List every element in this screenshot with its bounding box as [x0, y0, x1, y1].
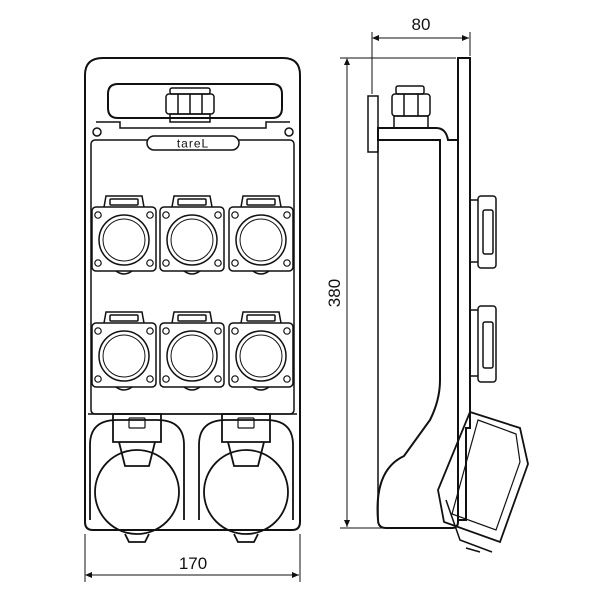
small-socket — [91, 195, 157, 275]
dimension-lines — [84, 32, 471, 582]
back-plate — [457, 57, 471, 521]
small-socket — [228, 195, 294, 275]
side-socket-lower — [470, 305, 497, 383]
side-body-outline — [376, 127, 459, 529]
cable-gland — [165, 87, 215, 123]
small-socket — [159, 195, 225, 275]
width-dimension-label: 170 — [179, 554, 207, 573]
large-socket — [89, 413, 185, 543]
front-view — [84, 57, 301, 531]
brand-plate — [146, 135, 240, 151]
large-socket-row — [89, 413, 294, 543]
small-socket-grid — [91, 195, 294, 391]
front-body-outline — [84, 57, 301, 531]
depth-dimension-label: 80 — [412, 15, 431, 34]
height-dimension-label: 380 — [325, 279, 344, 307]
small-socket — [228, 311, 294, 391]
front-panel — [90, 139, 295, 415]
small-socket — [159, 311, 225, 391]
brand-label: tareL — [177, 137, 209, 151]
small-socket — [91, 311, 157, 391]
side-socket-upper — [470, 195, 497, 269]
side-cable-gland — [391, 85, 431, 129]
large-socket — [198, 413, 294, 543]
side-angled-socket — [437, 410, 529, 553]
side-view — [367, 57, 529, 553]
handle-opening — [107, 83, 283, 119]
